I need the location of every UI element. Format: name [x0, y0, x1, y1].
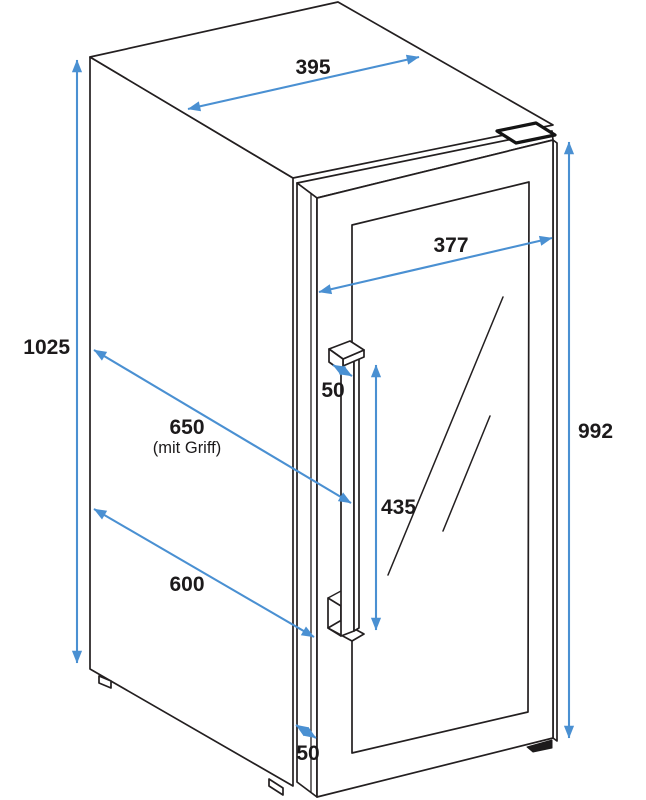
handle-bottom-bracket-edge — [327, 590, 342, 599]
dimension-door-width: 377 — [318, 234, 553, 295]
dim-label-1025: 1025 — [23, 336, 70, 359]
dimension-handle-length: 435 — [370, 364, 416, 631]
handle-bar-side — [353, 356, 360, 632]
dimension-overall-height: 1025 — [23, 59, 83, 664]
dim-arrow-395 — [187, 54, 420, 112]
dim-label-650-note: (mit Griff) — [153, 439, 221, 457]
dim-label-600: 600 — [169, 573, 204, 596]
dim-arrow-377 — [318, 235, 553, 295]
glass-reflection-line-2 — [442, 415, 491, 532]
dim-label-395: 395 — [295, 56, 330, 79]
dim-arrow-600 — [93, 508, 315, 638]
door-left-side-face — [296, 182, 318, 798]
dimension-top-depth: 395 — [187, 54, 420, 112]
dim-label-50-handle: 50 — [321, 379, 344, 402]
dim-arrow-50-handle — [332, 364, 353, 377]
glass-door — [296, 121, 558, 798]
dim-label-435: 435 — [381, 496, 416, 519]
dim-label-377: 377 — [433, 234, 468, 257]
door-glass-frame — [351, 181, 530, 754]
dim-label-50-door: 50 — [296, 742, 319, 765]
dimension-body-depth: 600 — [93, 508, 315, 638]
dimension-door-height: 992 — [563, 141, 613, 739]
dim-label-992: 992 — [578, 420, 613, 443]
dimension-depth-with-handle: 650 (mit Griff) — [93, 349, 352, 504]
dim-arrow-650 — [93, 349, 352, 504]
cabinet-rear-foot — [98, 675, 112, 689]
dim-arrow-50-door — [295, 724, 317, 739]
cabinet-front-foot — [268, 778, 284, 796]
dim-label-650: 650 — [169, 416, 204, 439]
dimension-door-thickness: 50 — [295, 724, 320, 765]
top-hinge-plate — [495, 121, 557, 145]
glass-reflection-line-1 — [387, 296, 504, 576]
door-bottom-foot — [526, 739, 553, 753]
dimension-handle-depth: 50 — [321, 364, 353, 402]
